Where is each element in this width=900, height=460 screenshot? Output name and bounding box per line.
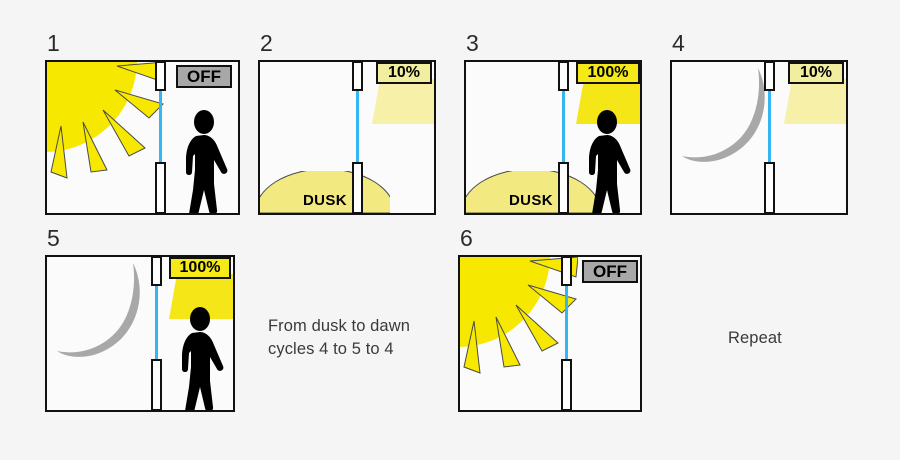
dim-level-badge: 100% (576, 62, 640, 84)
panel-scene: DUSK 10% (258, 60, 436, 215)
panel-number: 2 (260, 30, 274, 56)
person-icon (186, 110, 228, 213)
door-leaf-bottom (764, 162, 775, 213)
dusk-label: DUSK (302, 192, 348, 209)
door-leaf-bottom (151, 359, 162, 410)
panel-number: 5 (47, 225, 61, 251)
panel-number: 6 (460, 225, 474, 251)
sun-icon (460, 257, 578, 374)
panel-number: 4 (672, 30, 686, 56)
caption-repeat: Repeat (728, 329, 782, 347)
dusk-label: DUSK (508, 192, 554, 209)
light-cone-icon (372, 79, 434, 124)
door-leaf-top (764, 62, 775, 91)
door-leaf-top (352, 62, 363, 91)
status-badge: OFF (582, 260, 638, 283)
door-leaf-bottom (558, 162, 569, 213)
sensor-beam (159, 91, 162, 162)
panel-scene: DUSK 100% (464, 60, 642, 215)
door-leaf-top (155, 62, 166, 91)
door-sensor (155, 62, 166, 213)
dim-level-label: 10% (387, 64, 421, 81)
door-leaf-bottom (561, 359, 572, 410)
door-sensor (352, 62, 363, 213)
dim-level-badge: 10% (788, 62, 844, 84)
panel-2: 2 DUSK 10% (258, 32, 436, 215)
panel-4: 4 10% (670, 32, 848, 215)
panel-6: 6 OFF (458, 227, 642, 412)
door-sensor (764, 62, 775, 213)
panel-scene: 10% (670, 60, 848, 215)
light-cone-icon (784, 79, 846, 124)
caption-dusk-to-dawn: From dusk to dawn cycles 4 to 5 to 4 (268, 317, 411, 359)
door-sensor (558, 62, 569, 213)
door-sensor (561, 257, 572, 410)
person-icon (182, 307, 224, 410)
panel-number: 3 (466, 30, 480, 56)
panel-number: 1 (47, 30, 61, 56)
door-leaf-top (151, 257, 162, 286)
sun-icon (47, 62, 165, 179)
panel-scene: OFF (458, 255, 642, 412)
dim-level-badge: 10% (376, 62, 432, 84)
moon-icon (57, 263, 140, 357)
door-leaf-top (561, 257, 572, 286)
light-cone-icon (576, 79, 640, 124)
status-badge-label: OFF (187, 66, 221, 86)
status-badge-label: OFF (593, 261, 627, 281)
sensor-beam (768, 91, 771, 162)
panel-scene: OFF (45, 60, 240, 215)
dim-level-label: 10% (799, 64, 833, 81)
door-leaf-top (558, 62, 569, 91)
panel-scene: 100% (45, 255, 235, 412)
status-badge: OFF (176, 65, 232, 88)
sensor-beam (565, 286, 568, 359)
panel-3: 3 DUSK 100% (464, 32, 642, 215)
sensor-beam (155, 286, 158, 359)
light-cone-icon (169, 274, 233, 319)
door-leaf-bottom (155, 162, 166, 213)
person-icon (589, 110, 631, 213)
panel-1: 1 OFF (45, 32, 240, 215)
door-sensor (151, 257, 162, 410)
dim-level-label: 100% (587, 64, 629, 81)
dim-level-badge: 100% (169, 257, 231, 279)
sensor-beam (562, 91, 565, 162)
panel-5: 5 100% (45, 227, 235, 412)
dim-level-label: 100% (179, 259, 221, 276)
door-leaf-bottom (352, 162, 363, 213)
sensor-beam (356, 91, 359, 162)
moon-icon (682, 68, 765, 162)
